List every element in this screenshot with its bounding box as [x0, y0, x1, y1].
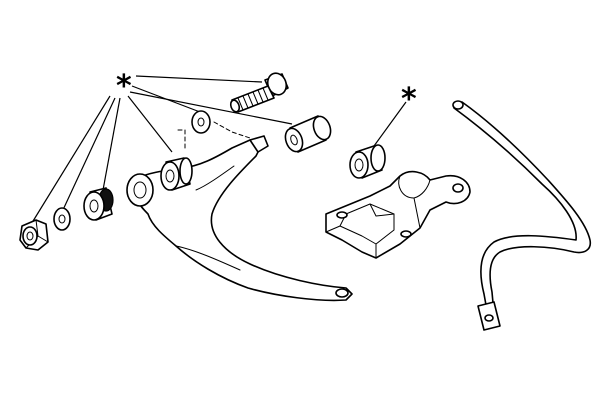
- nut-icon: [19, 219, 49, 251]
- bracket-bushing-icon: [349, 144, 386, 179]
- asterisk-marker-right: *: [401, 82, 417, 117]
- bolt-icon: [229, 72, 289, 113]
- bracket-icon: [325, 170, 471, 259]
- bushing-sleeve-icon: [284, 115, 332, 153]
- washer-icon-lower: [53, 207, 71, 231]
- control-arm-icon: [126, 135, 353, 302]
- leader-lines-left: [29, 75, 293, 227]
- washer-icon: [191, 110, 211, 134]
- arm-bushing-icon: [160, 157, 193, 191]
- rubber-bushing-icon: [83, 187, 114, 221]
- leader-lines-right: [373, 101, 407, 147]
- stabilizer-bar-icon: [452, 100, 592, 331]
- asterisk-marker-left: *: [116, 69, 132, 104]
- assembly-axis-line: [177, 121, 251, 149]
